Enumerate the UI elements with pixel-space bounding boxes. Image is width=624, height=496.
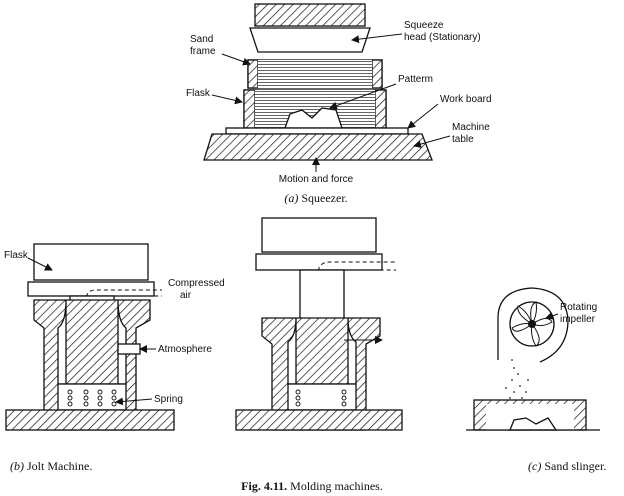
pattern — [284, 107, 343, 129]
squeezer-diagram: Squeeze head (Stationary) Sand frame Pat… — [186, 3, 492, 205]
machine-table — [203, 133, 433, 161]
squeezer-top-support — [254, 3, 366, 27]
jolt-machine-lifted — [235, 217, 403, 431]
caption-jolt: (b) Jolt Machine. — [10, 459, 92, 473]
label-compressed-air: Compressed — [168, 278, 225, 289]
label-motion-force: Motion and force — [279, 174, 354, 185]
label-atmosphere: Atmosphere — [158, 344, 212, 355]
jolt-table — [27, 281, 155, 297]
label-work-board: Work board — [440, 94, 492, 105]
label-squeeze-head-2: head (Stationary) — [404, 32, 481, 43]
caption-slinger: (c) Sand slinger. — [528, 459, 606, 473]
label-machine-table-2: table — [452, 134, 474, 145]
squeeze-head — [249, 27, 371, 53]
work-board — [225, 127, 409, 135]
label-flask: Flask — [186, 88, 211, 99]
label-squeeze-head: Squeeze — [404, 20, 444, 31]
label-spring: Spring — [154, 394, 183, 405]
jolt-machine-rest: Flask Compressed air Atmosphere Spring — [4, 243, 225, 431]
label-pattern: Patterm — [398, 74, 433, 85]
label-rotating-impeller-2: impeller — [560, 314, 596, 325]
label-rotating-impeller: Rotating — [560, 302, 597, 313]
figure-caption: Fig. 4.11. Molding machines. — [241, 479, 383, 493]
label-compressed-air-2: air — [180, 290, 192, 301]
sand-slinger-diagram: Rotating impeller — [466, 287, 600, 431]
label-sand-frame-2: frame — [190, 46, 216, 57]
jolt-flask-lifted — [261, 217, 377, 253]
caption-squeezer: (a) Squeezer. — [284, 191, 347, 205]
label-jolt-flask: Flask — [4, 250, 29, 261]
jolt-flask — [33, 243, 149, 281]
slinger-housing — [497, 287, 569, 363]
label-machine-table: Machine — [452, 122, 490, 133]
label-sand-frame: Sand — [190, 34, 213, 45]
jolt-base — [5, 409, 175, 431]
